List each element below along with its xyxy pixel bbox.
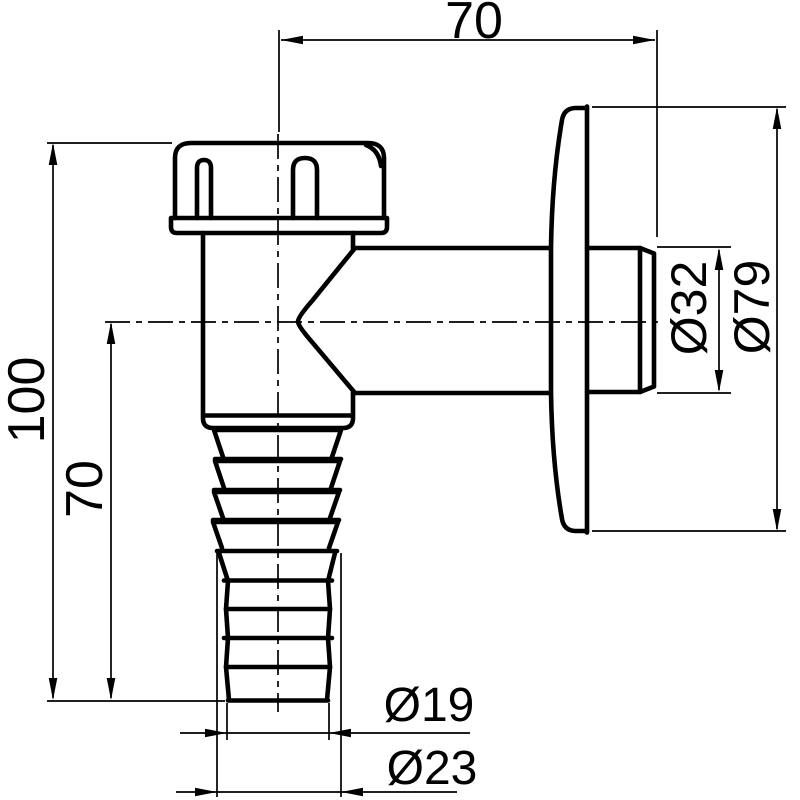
arrowhead-right — [205, 728, 227, 738]
dim-axis-height: 70 — [56, 322, 116, 700]
arrowhead-down — [48, 678, 58, 700]
dim-hose-end-diameter: Ø19 — [180, 679, 474, 740]
dim-label-rosette-diameter: Ø79 — [724, 260, 780, 355]
arrowhead-up — [48, 143, 58, 165]
centerlines — [105, 134, 660, 712]
dim-label-overall-height: 100 — [0, 357, 56, 444]
branch-outlet — [350, 245, 553, 396]
dim-rosette-diameter: Ø79 — [592, 106, 786, 532]
rib-wall-left — [216, 550, 232, 703]
arrowhead-left — [329, 728, 351, 738]
barb-cone-3 — [211, 489, 342, 521]
dim-label-top-width: 70 — [445, 0, 503, 50]
arrowhead-down — [714, 370, 724, 392]
arrowhead-down — [772, 509, 782, 531]
dim-label-barb-diameter: Ø23 — [387, 742, 478, 795]
arrowhead-left — [341, 787, 363, 797]
hose-barb-ribbed — [216, 550, 338, 703]
cap-nut-slot-left — [194, 157, 214, 221]
hose-barb-tapered — [210, 427, 344, 554]
cap-nut-body — [172, 140, 387, 221]
branch-cone-chevron — [295, 245, 358, 396]
arrowhead-up — [714, 248, 724, 270]
dim-overall-height: 100 — [0, 142, 225, 702]
arrowhead-up — [772, 107, 782, 129]
valve-body-tube — [200, 230, 358, 431]
rib-wall-right — [324, 550, 338, 703]
arrowhead-right — [195, 787, 217, 797]
dim-outlet-diameter: Ø32 — [657, 246, 731, 394]
barb-cone-2 — [212, 458, 343, 491]
cap-nut-corner-chamfer — [363, 142, 384, 169]
cap-nut — [168, 140, 390, 236]
dim-top-width: 70 — [278, 0, 658, 237]
arrowhead-down — [106, 678, 116, 700]
dim-label-outlet-diameter: Ø32 — [661, 261, 717, 356]
outlet-spigot — [584, 245, 657, 395]
spigot-outline — [584, 245, 657, 395]
cap-nut-slot-right — [290, 155, 320, 221]
cap-nut-flange — [168, 215, 390, 236]
rosette-outline — [548, 105, 590, 534]
wall-rosette — [548, 104, 590, 535]
arrowhead-left — [281, 35, 303, 45]
barb-cone-1 — [211, 427, 344, 460]
dim-label-hose-end-diameter: Ø19 — [384, 679, 475, 732]
arrowhead-up — [106, 322, 116, 344]
dim-label-axis-height: 70 — [56, 460, 114, 518]
arrowhead-right — [633, 35, 655, 45]
barb-cone-4 — [210, 519, 341, 551]
dim-barb-diameter: Ø23 — [176, 553, 477, 797]
